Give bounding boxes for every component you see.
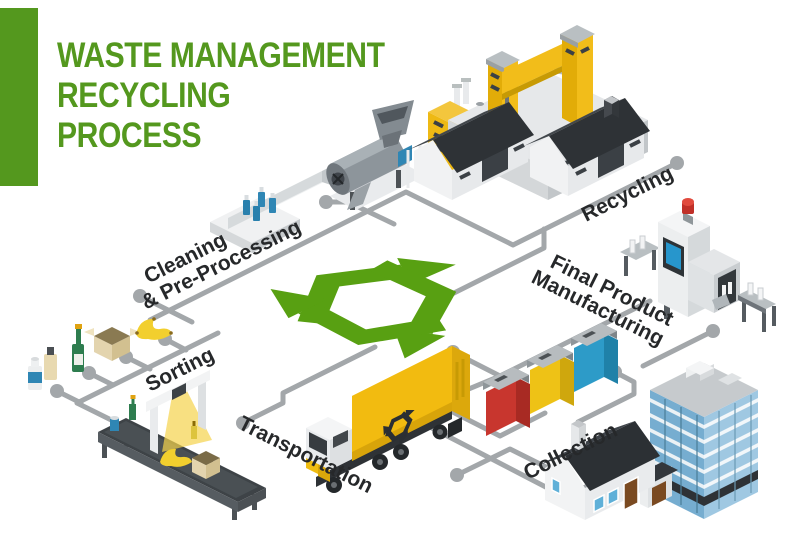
title-line-1: WASTE MANAGEMENT <box>57 36 385 75</box>
shredder-machine-icon <box>326 100 426 210</box>
yellow-bin <box>527 345 574 414</box>
title-line-3: PROCESS <box>57 116 202 155</box>
blue-bin <box>571 323 618 392</box>
bottles-on-conveyor <box>243 187 276 221</box>
red-bin <box>483 367 530 436</box>
waste-bins-icon <box>483 323 618 436</box>
sorting-conveyor-icon <box>98 370 266 520</box>
garbage-truck-icon <box>306 346 470 493</box>
manufacturing-machine-icon <box>620 198 776 332</box>
factory-chimney <box>604 96 619 118</box>
green-accent-bar <box>0 8 38 186</box>
page-title: WASTE MANAGEMENT RECYCLING PROCESS <box>57 36 385 156</box>
recycling-plant-icon <box>406 25 652 202</box>
house-icon <box>539 420 678 520</box>
title-line-2: RECYCLING <box>57 76 231 115</box>
factory-tower-2 <box>560 25 595 126</box>
waste-items-icon <box>28 317 173 390</box>
